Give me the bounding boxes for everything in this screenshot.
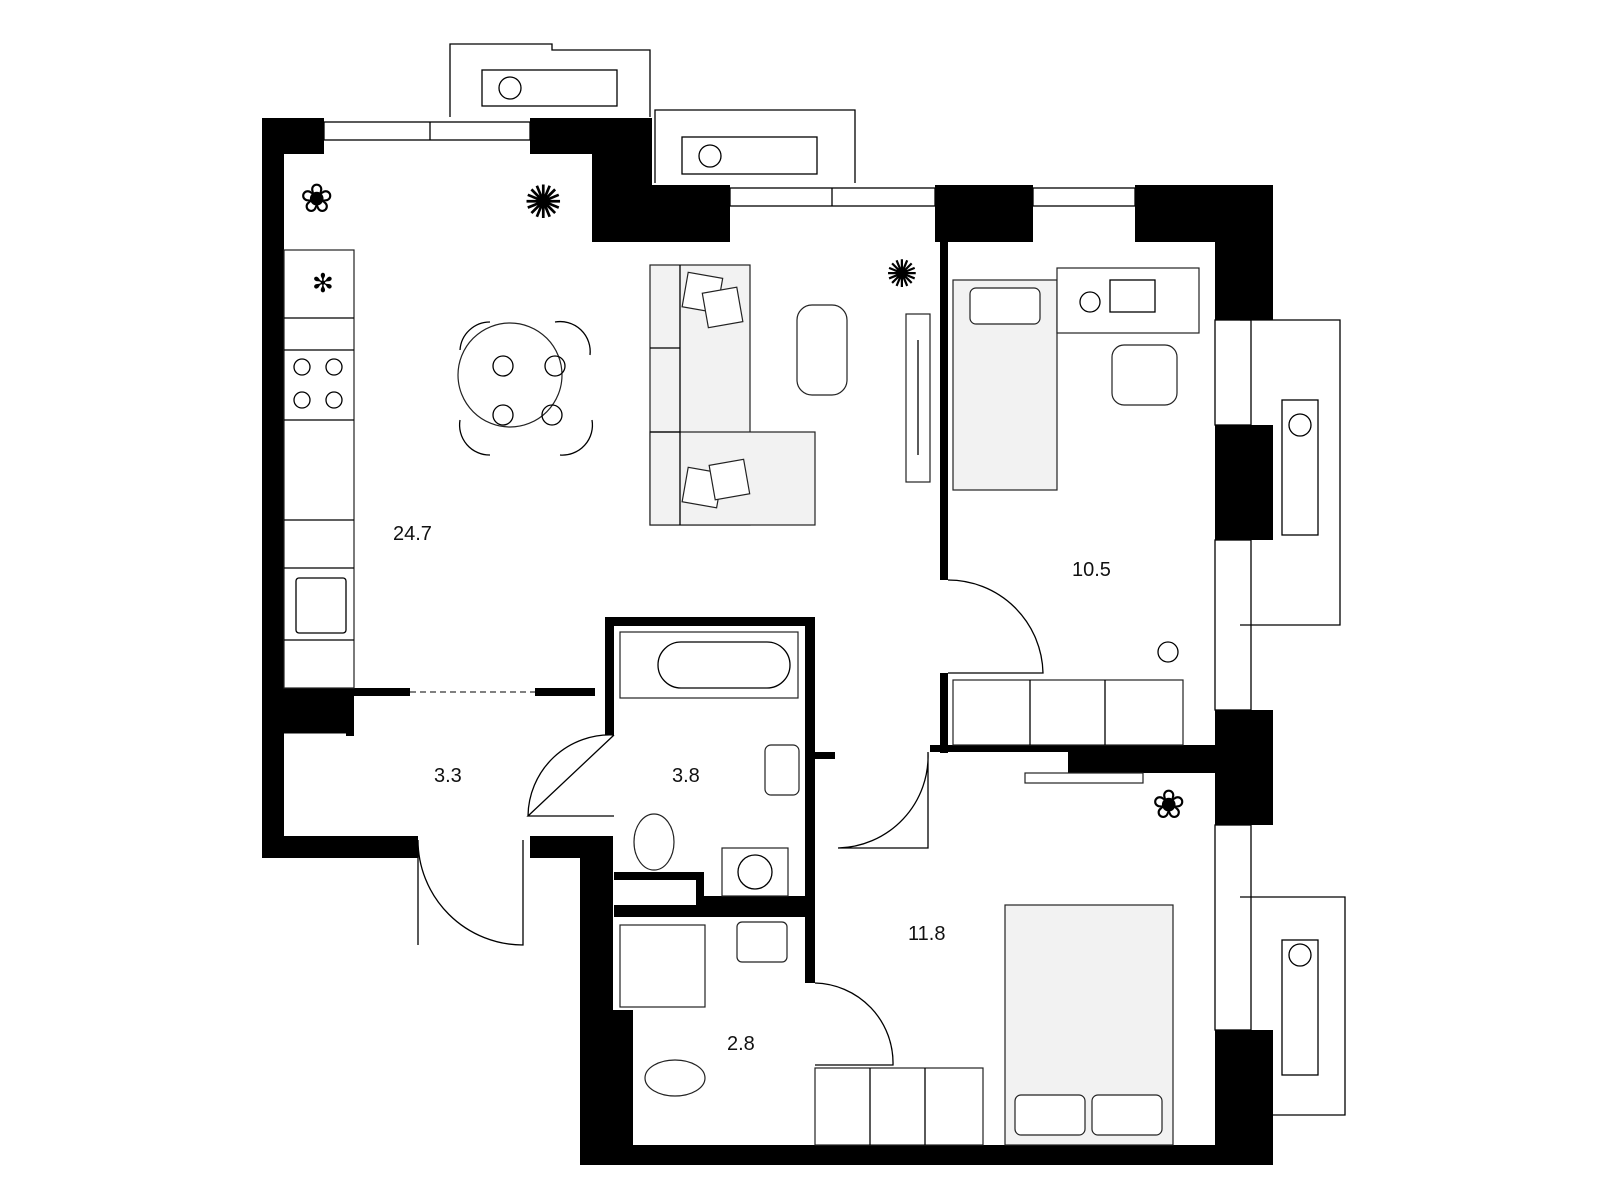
large-bedroom-furniture (814, 772, 1174, 1146)
fan-icon (1288, 943, 1312, 967)
room-area-label: 3.3 (434, 765, 462, 787)
laptop-icon (1109, 279, 1156, 313)
room-area-label: 24.7 (393, 523, 432, 545)
toilet (644, 1059, 706, 1097)
chair (1111, 344, 1178, 406)
toilet (633, 813, 675, 871)
tv (1024, 772, 1144, 784)
fan-icon (1288, 413, 1312, 437)
ac-unit (1281, 399, 1319, 536)
balconies (449, 43, 1346, 1116)
room-area-label: 10.5 (1072, 559, 1111, 581)
washing-machine (721, 847, 789, 897)
walls (262, 118, 1273, 1165)
ac-unit (481, 69, 618, 107)
doors (410, 579, 1044, 1066)
plant-icon: ✺ (524, 175, 563, 229)
plant-icon: ❀ (300, 176, 334, 222)
shower (619, 924, 706, 1008)
fridge-icon: ✻ (312, 269, 334, 299)
room-area-label: 3.8 (672, 765, 700, 787)
ac-unit (1281, 939, 1319, 1076)
small-bedroom-furniture (952, 267, 1200, 746)
ball-icon (1157, 641, 1179, 663)
washbasin (764, 744, 800, 796)
coffee-table (796, 304, 848, 396)
dining-table (457, 320, 594, 456)
bathroom-fixtures (619, 631, 800, 1097)
room-area-label: 2.8 (727, 1033, 755, 1055)
plant-icon: ✺ (886, 252, 918, 296)
room-area-label: 11.8 (908, 923, 945, 945)
bathtub (657, 641, 791, 689)
kitchen-counter: ✻ (283, 249, 355, 689)
sofa (649, 264, 931, 526)
fan-icon (498, 76, 522, 100)
fan-icon (698, 144, 722, 168)
ac-unit (681, 136, 818, 175)
windows (323, 121, 1252, 1031)
plants: ❀ ✺ ✺ ❀ (300, 175, 1186, 828)
plant-icon: ❀ (1152, 782, 1186, 828)
sink (295, 577, 347, 634)
washbasin (736, 921, 788, 963)
